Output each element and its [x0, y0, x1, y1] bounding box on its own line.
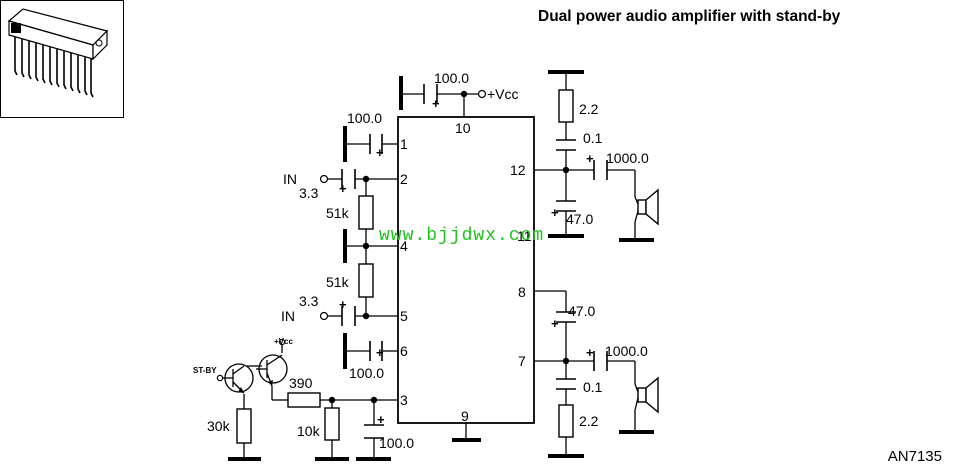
ground-bars [228, 70, 654, 461]
input-label-1: IN [283, 171, 297, 187]
part-number: AN7135 [887, 448, 942, 465]
junction-dots [328, 90, 570, 404]
watermark-text: www.bjjdwx.com [379, 226, 545, 246]
polarity-mark: + [339, 181, 347, 196]
c-out2-value: 1000.0 [605, 343, 648, 359]
pin-5: 5 [400, 308, 408, 324]
ic-body [397, 116, 535, 424]
sip-package-icon [7, 8, 109, 98]
c-out1-value: 1000.0 [606, 150, 649, 166]
r-base-value: 390 [289, 375, 313, 391]
c-pin3-value: 100.0 [379, 435, 414, 451]
pin-3: 3 [400, 392, 408, 408]
pin-9: 9 [461, 408, 469, 424]
polarity-mark: + [339, 297, 347, 312]
polarity-mark: + [586, 345, 594, 360]
input-label-2: IN [281, 308, 295, 324]
r-st-value: 30k [207, 418, 231, 434]
pin-12: 12 [510, 162, 526, 178]
pin-2: 2 [400, 171, 408, 187]
r-pin3-value: 10k [297, 423, 321, 439]
c-in2-value: 3.3 [299, 293, 319, 309]
r-bias1-value: 51k [326, 205, 350, 221]
c-boot2-value: 47.0 [568, 303, 595, 319]
c-pin1-value: 100.0 [347, 110, 382, 126]
polarity-mark: + [376, 345, 384, 360]
pin-8: 8 [518, 284, 526, 300]
standby-label: ST-BY [193, 366, 217, 375]
polarity-mark: + [551, 205, 559, 220]
pin-1: 1 [400, 136, 408, 152]
polarity-mark: + [432, 96, 440, 111]
vcc-small-label: +Vcc [274, 337, 293, 346]
r-zobel2-value: 2.2 [579, 413, 599, 429]
pin-4: 4 [400, 238, 408, 254]
polarity-mark: + [586, 151, 594, 166]
pin-6: 6 [400, 343, 408, 359]
diagram-title: Dual power audio amplifier with stand-by [538, 8, 841, 25]
resistors [236, 89, 574, 444]
r-bias2-value: 51k [326, 274, 350, 290]
c-zobel1-value: 0.1 [583, 130, 603, 146]
c-pin6-value: 100.0 [349, 365, 384, 381]
c-in1-value: 3.3 [299, 185, 319, 201]
r-zobel1-value: 2.2 [579, 101, 599, 117]
transistors [222, 354, 288, 394]
c-pin10-value: 100.0 [434, 70, 469, 86]
capacitors [341, 84, 608, 439]
polarity-mark: + [377, 412, 385, 427]
transistor-arrows [238, 380, 273, 393]
speaker-leads [634, 196, 639, 411]
terminals [216, 89, 487, 382]
ic-package-illustration [0, 0, 124, 118]
speakers [637, 188, 659, 414]
vcc-label: +Vcc [487, 86, 519, 102]
c-boot1-value: 47.0 [566, 211, 593, 227]
polarity-mark: + [551, 316, 559, 331]
c-zobel2-value: 0.1 [583, 379, 603, 395]
pin-11: 11 [517, 228, 532, 244]
pin-7: 7 [518, 353, 526, 369]
pin-10: 10 [455, 120, 471, 136]
polarity-mark: + [376, 145, 384, 160]
